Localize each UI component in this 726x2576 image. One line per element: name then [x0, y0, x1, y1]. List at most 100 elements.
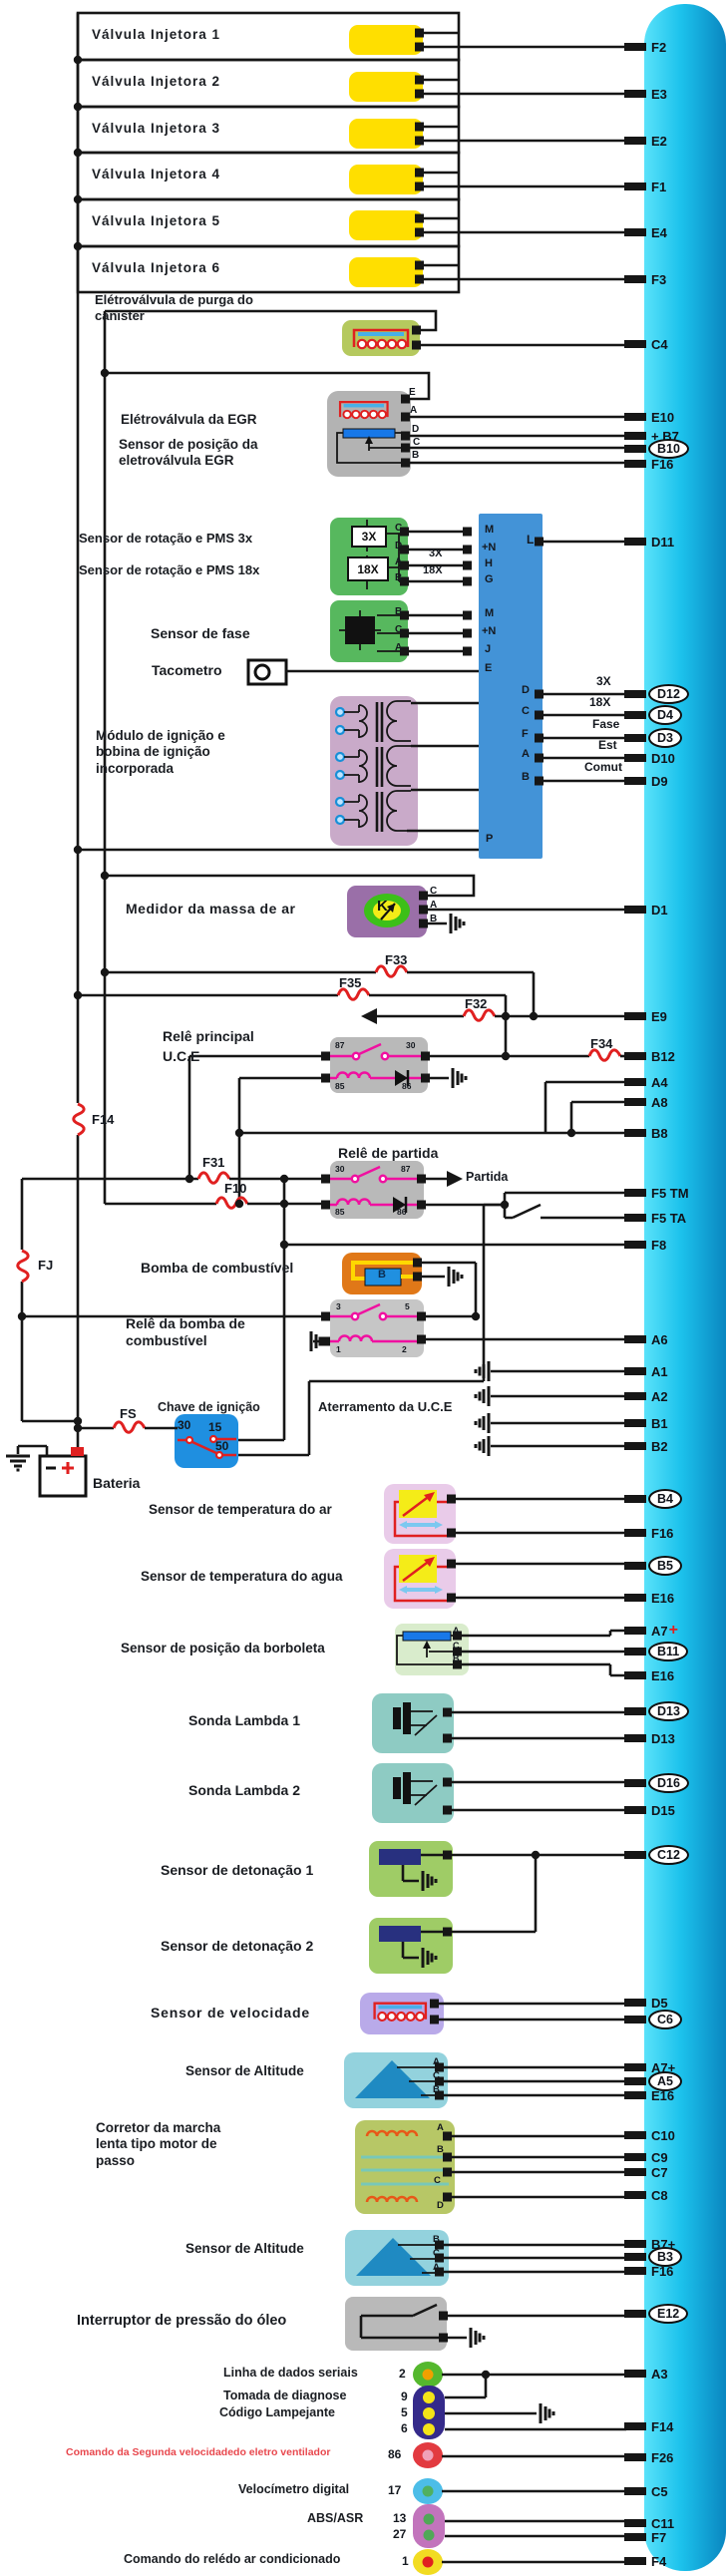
pin-label: D10 — [651, 750, 675, 766]
pin-label: E10 — [651, 409, 675, 425]
pin-stub — [624, 1671, 646, 1679]
injector-icon-1 — [349, 25, 423, 55]
pin-stub — [624, 340, 646, 348]
pin-stub — [624, 1627, 646, 1635]
pin-stub — [624, 432, 646, 440]
ecu-pin-F7: F7 — [624, 2526, 666, 2548]
pin-stub — [624, 1562, 646, 1570]
letter-fase-pins-2: A — [395, 642, 403, 653]
fase-label: Sensor de fase — [151, 625, 250, 641]
ecu-pin-D16: D16 — [624, 1772, 689, 1794]
ecu-pin-B4: B4 — [624, 1488, 682, 1510]
temp-agua-label: Sensor de temperatura do agua — [141, 1569, 343, 1584]
maf-label: Medidor da massa de ar — [126, 901, 296, 917]
letter-egr-pins-4: B — [412, 450, 420, 461]
letter-fuses-fs: FS — [120, 1406, 137, 1421]
letter-bottom-diag_pins-0: 9 — [401, 2390, 408, 2403]
pin-stub — [624, 1367, 646, 1375]
letter-relay_uce-terminals-0: 87 — [335, 1040, 345, 1050]
letter-relay_partida-terminals-1: 87 — [401, 1164, 411, 1174]
ecu-pin-B10: B10 — [624, 438, 689, 460]
ecu-pin-E3: E3 — [624, 83, 667, 105]
ecu-pin-C5: C5 — [624, 2480, 668, 2502]
ecu-pin-F26: F26 — [624, 2446, 673, 2468]
injector-icon-5 — [349, 210, 423, 240]
relay-partida-box — [330, 1161, 424, 1219]
letter-relay_partida-terminals-3: 86 — [397, 1207, 407, 1217]
letter-module-right-5: B — [522, 771, 530, 783]
pin-plus-mark: + — [668, 1622, 678, 1639]
lambda2-box — [372, 1763, 454, 1823]
pin-stub — [624, 1734, 646, 1742]
injector-icon-4 — [349, 165, 423, 194]
letter-egr-pins-2: D — [412, 424, 420, 435]
temp-ar-label: Sensor de temperatura do ar — [149, 1502, 332, 1517]
pin-stub — [624, 2240, 646, 2248]
ecu-pin-F16: F16 — [624, 1522, 673, 1544]
letter-fuses-f34: F34 — [590, 1036, 613, 1051]
letter-fuses-fj: FJ — [38, 1258, 54, 1273]
pin-label: E9 — [651, 1008, 667, 1024]
letter-tags-m3x: 3X — [596, 674, 611, 688]
ecu-pin-B11: B11 — [624, 1641, 689, 1662]
ecu-pin-D13: D13 — [624, 1727, 675, 1749]
pin-label: F4 — [651, 2553, 667, 2569]
pin-label: F1 — [651, 179, 667, 194]
pin-label: D12 — [648, 684, 689, 704]
bomba-label: Bomba de combustível — [141, 1260, 294, 1276]
letter-relay_bomba-terminals-3: 2 — [402, 1344, 407, 1354]
ecu-pin-A1: A1 — [624, 1360, 668, 1382]
letter-module-right-4: A — [522, 748, 530, 760]
pin-label: D4 — [648, 705, 682, 725]
ecu-pin-D15: D15 — [624, 1799, 675, 1821]
ecu-pin-E12: E12 — [624, 2303, 689, 2325]
letter-tags-rot18x: 18X — [423, 564, 443, 576]
pin-stub — [624, 275, 646, 283]
lambda1-label: Sonda Lambda 1 — [188, 1712, 301, 1728]
letter-relay_uce-terminals-3: 86 — [402, 1081, 412, 1091]
injector-icon-3 — [349, 119, 423, 149]
ecu-pin-F3: F3 — [624, 268, 666, 290]
pin-label: E4 — [651, 224, 667, 240]
letter-bottom-ser_pin: 2 — [399, 2367, 406, 2381]
ecu-pin-D11: D11 — [624, 531, 674, 552]
injector-icon-2 — [349, 72, 423, 102]
letter-corretor-pins-2: C — [434, 2175, 441, 2186]
pin-stub — [624, 1419, 646, 1427]
letter-tags-comut: Comut — [584, 760, 622, 774]
pin-label: F2 — [651, 39, 667, 55]
letter-egr-pins-1: A — [410, 405, 418, 416]
pin-stub — [624, 2091, 646, 2099]
pin-label: B4 — [648, 1489, 682, 1509]
pin-stub — [624, 1495, 646, 1503]
letter-altitude2-pins-0: B — [433, 2234, 440, 2245]
ecu-pin-E16: E16 — [624, 2084, 674, 2106]
pin-stub — [624, 1851, 646, 1859]
letter-bottom-fan_pin: 86 — [388, 2447, 402, 2461]
pin-stub — [624, 2191, 646, 2199]
letter-maf-pins-2: B — [430, 914, 438, 924]
rot-3x-icon: 3X — [351, 526, 387, 548]
injector-5-label: Válvula Injetora 5 — [92, 213, 221, 228]
pin-label: E3 — [651, 86, 667, 102]
letter-bottom-spd_pin: 17 — [388, 2483, 402, 2497]
pin-label: F14 — [651, 2418, 674, 2434]
letter-relay_uce-terminals-2: 85 — [335, 1081, 345, 1091]
ecu-pin-D12: D12 — [624, 683, 689, 705]
pin-label: A7+ — [651, 2059, 676, 2075]
pin-label: B11 — [648, 1642, 689, 1661]
ecu-pin-A4: A4 — [624, 1071, 668, 1093]
pin-stub — [624, 2016, 646, 2024]
letter-fuses-f14: F14 — [92, 1112, 115, 1127]
letter-tags-partida: Partida — [466, 1170, 509, 1184]
altitude2-label: Sensor de Altitude — [185, 2241, 304, 2256]
pin-stub — [624, 1648, 646, 1656]
corretor-label: Corretor da marcha lenta tipo motor de p… — [96, 2120, 221, 2168]
letter-relay_bomba-terminals-1: 5 — [405, 1301, 410, 1311]
letter-fuses-f33: F33 — [385, 952, 408, 967]
abs-label: ABS/ASR — [307, 2511, 364, 2525]
pin-label: E12 — [648, 2304, 689, 2324]
pin-label: B5 — [648, 1556, 682, 1576]
pin-stub — [624, 1078, 646, 1086]
pin-label: B1 — [651, 1415, 668, 1431]
